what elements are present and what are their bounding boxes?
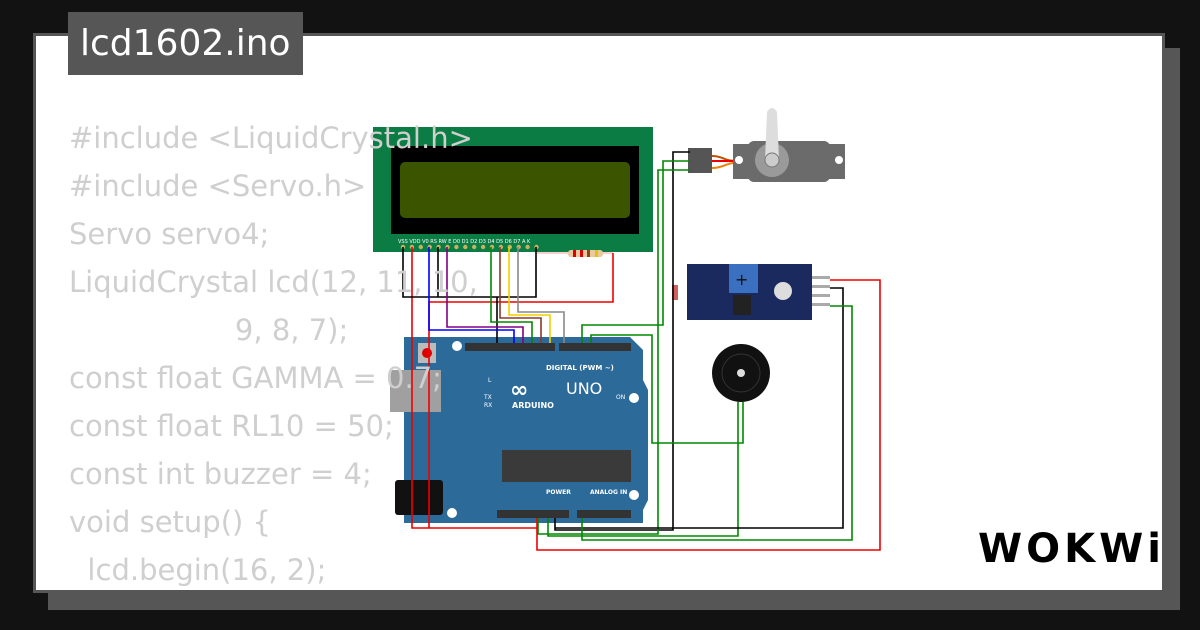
file-tab-title: lcd1602.ino — [68, 12, 303, 75]
arduino-uno[interactable]: DIGITAL (PWM ~) ∞ UNO ARDUINO ON TX RX L… — [390, 337, 648, 523]
l-label: L — [488, 377, 492, 384]
power-header — [497, 510, 569, 518]
arduino-label: ARDUINO — [512, 401, 554, 410]
analog-header — [577, 510, 631, 518]
on-label: ON — [616, 394, 625, 401]
atmega-chip — [502, 450, 631, 482]
lcd-pin — [472, 244, 477, 250]
photoresistor-sensor-module[interactable]: + — [672, 264, 830, 320]
lcd-pin — [418, 244, 423, 250]
servo-connector — [688, 148, 712, 173]
servo[interactable] — [688, 108, 845, 182]
lcd-pin — [525, 244, 530, 250]
power-jack — [395, 480, 443, 515]
digital-header-2 — [559, 343, 631, 351]
lcd-screen — [400, 162, 630, 218]
power-label: POWER — [546, 489, 571, 496]
lcd-pin — [463, 244, 468, 250]
lcd1602[interactable]: VSS VDD V0 RS RW E D0 D1 D2 D3 D4 D5 D6 … — [373, 127, 653, 252]
servo-horn — [765, 108, 779, 160]
digital-header-1 — [465, 343, 555, 351]
rx-label: RX — [484, 402, 492, 409]
digital-label: DIGITAL (PWM ~) — [546, 364, 614, 372]
buzzer[interactable] — [712, 344, 770, 402]
uno-label: UNO — [566, 379, 602, 398]
infinity-logo: ∞ — [510, 378, 528, 403]
tx-label: TX — [483, 394, 492, 401]
lcd-pin — [480, 244, 486, 250]
lcd-pin-labels: VSS VDD V0 RS RW E D0 D1 D2 D3 D4 D5 D6 … — [398, 239, 531, 245]
svg-text:+: + — [735, 270, 748, 289]
reset-button-cap — [422, 348, 432, 358]
wokwi-logo: WOKWi — [978, 526, 1165, 572]
lcd-pin — [454, 244, 459, 250]
usb-port — [390, 370, 441, 412]
wires — [402, 151, 881, 551]
analog-label: ANALOG IN — [590, 489, 627, 496]
resistor[interactable] — [536, 250, 613, 257]
